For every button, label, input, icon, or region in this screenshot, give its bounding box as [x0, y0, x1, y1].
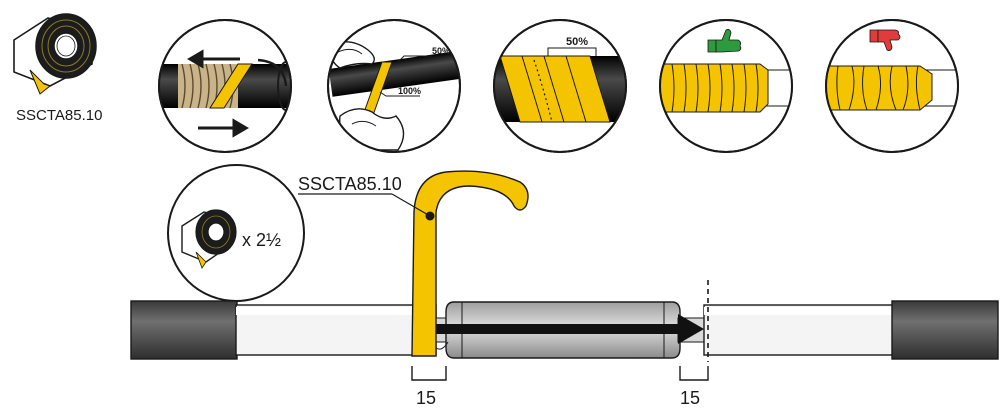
tape-roll-icon: [13, 13, 97, 95]
thumbs-down-icon: [869, 29, 901, 51]
dimension-left-label: 15: [416, 388, 436, 408]
step-5-incorrect-result: [825, 19, 959, 153]
step-1-wrap-direction: [158, 19, 292, 153]
overlap-50-label: 50%: [566, 36, 588, 48]
dimension-right-label: 15: [680, 388, 700, 408]
step-2-stretch-overlap: 50% 100%: [327, 19, 461, 153]
step-4-correct-result: [659, 19, 793, 153]
tape-callout: SSCTA85.10: [298, 174, 431, 217]
wrap-direction-arrows: [187, 49, 288, 138]
cable-sheath-left: [130, 300, 238, 360]
cable-joint: [130, 280, 999, 362]
overlap-100-label: 100%: [398, 86, 421, 96]
tape-roll-icon: [181, 209, 237, 269]
dimension-right: [679, 366, 709, 381]
overlap-50-label: 50%: [432, 46, 450, 56]
tape-strip: [411, 170, 529, 357]
product-code-label: SSCTA85.10: [16, 107, 102, 124]
wrap-direction-arrow: [416, 314, 704, 344]
step-3-half-lap: 50%: [493, 19, 627, 153]
quantity-tape-roll: x 2½: [167, 164, 305, 302]
dimension-left: [411, 366, 447, 381]
quantity-label: x 2½: [242, 230, 281, 250]
tape-callout-label: SSCTA85.10: [298, 174, 402, 194]
cable-sheath-right: [891, 300, 999, 360]
thumbs-up-icon: [707, 29, 742, 53]
